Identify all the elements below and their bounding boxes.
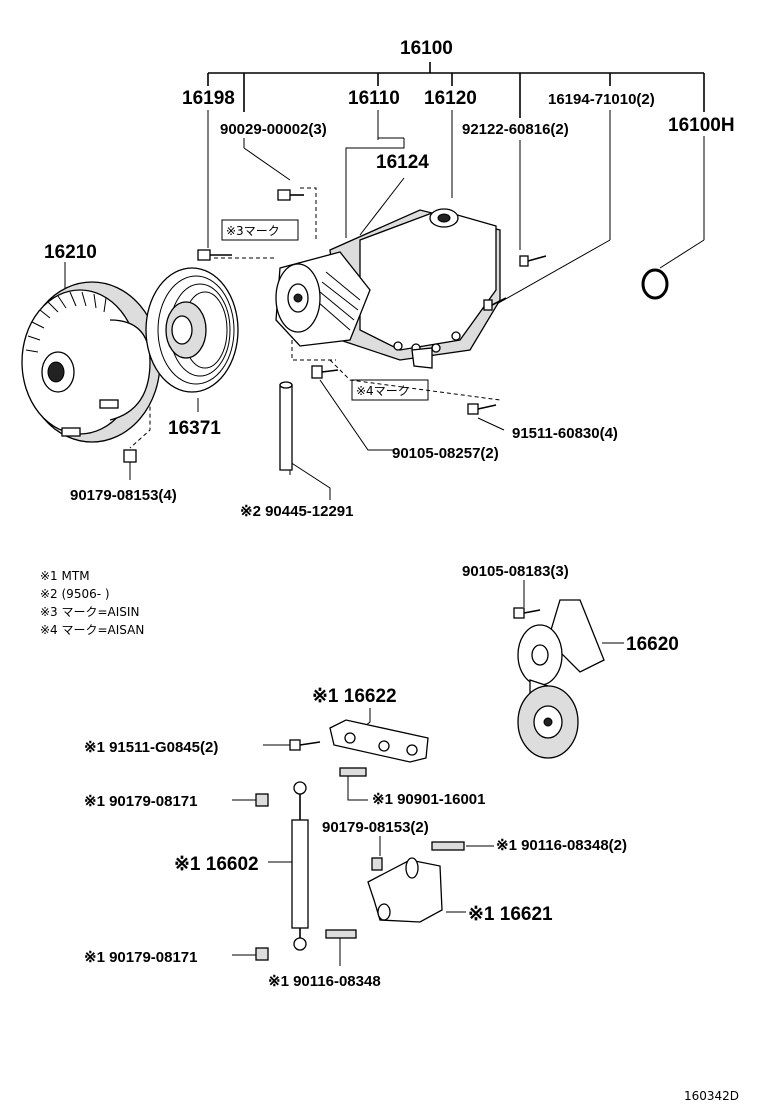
note-3: ※3 マーク=AISIN <box>40 605 139 619</box>
damper <box>291 781 309 951</box>
label-91511-G0845: ※1 91511-G0845(2) <box>84 739 218 756</box>
label-16620: 16620 <box>626 634 679 655</box>
label-16100H: 16100H <box>668 115 735 136</box>
o-ring <box>641 268 669 300</box>
label-16194-71010: 16194-71010(2) <box>548 91 655 108</box>
label-90179-08153-2: 90179-08153(2) <box>322 819 429 836</box>
label-91511-60830: 91511-60830(4) <box>512 425 618 442</box>
pipe <box>279 381 293 471</box>
label-16120: 16120 <box>424 88 477 109</box>
mark3-box: ※3マーク <box>221 219 299 241</box>
label-90105-08257: 90105-08257(2) <box>392 445 499 462</box>
fasteners <box>123 189 547 619</box>
assembly-dashed-lines <box>129 187 501 449</box>
label-16621: ※1 16621 <box>468 904 553 925</box>
diagram-id: 160342D <box>684 1089 739 1103</box>
tensioner <box>517 599 605 759</box>
label-90116-08348-2: ※1 90116-08348(2) <box>496 837 627 854</box>
label-90116-08348: ※1 90116-08348 <box>268 973 381 990</box>
note-2: ※2 (9506- ) <box>40 587 110 601</box>
label-90901-16001: ※1 90901-16001 <box>372 791 486 808</box>
label-16198: 16198 <box>182 88 235 109</box>
label-16100: 16100 <box>400 38 453 59</box>
label-16371: 16371 <box>168 418 221 439</box>
bracket-16622 <box>289 719 429 777</box>
label-90179-08171-bottom: ※1 90179-08171 <box>84 949 198 966</box>
label-16210: 16210 <box>44 242 97 263</box>
mark3-label: ※3マーク <box>226 224 280 238</box>
label-16622: ※1 16622 <box>312 686 397 707</box>
label-90179-08171-top: ※1 90179-08171 <box>84 793 198 810</box>
fan-coupling <box>21 281 161 443</box>
label-16602: ※1 16602 <box>174 854 259 875</box>
nut-mid <box>371 857 383 871</box>
label-92122-60816: 92122-60816(2) <box>462 121 569 138</box>
nut-bottom <box>255 947 269 961</box>
label-90105-08183: 90105-08183(3) <box>462 563 569 580</box>
note-1: ※1 MTM <box>40 569 90 583</box>
note-4: ※4 マーク=AISAN <box>40 623 144 637</box>
notes: ※1 MTM ※2 (9506- ) ※3 マーク=AISIN ※4 マーク=A… <box>40 569 144 637</box>
pulley <box>145 267 239 393</box>
label-90179-08153-4: 90179-08153(4) <box>70 487 177 504</box>
label-90029-00002: 90029-00002(3) <box>220 121 327 138</box>
label-16124: 16124 <box>376 152 429 173</box>
water-pump <box>275 208 501 369</box>
label-16110: 16110 <box>348 88 400 109</box>
label-90445-12291: ※2 90445-12291 <box>240 503 354 520</box>
assembly-bracket-lines <box>207 62 705 118</box>
mark4-box: ※4マーク <box>351 379 429 401</box>
mark4-label: ※4マーク <box>356 384 410 398</box>
nut-top <box>255 793 269 807</box>
bracket-16621 <box>325 841 465 939</box>
